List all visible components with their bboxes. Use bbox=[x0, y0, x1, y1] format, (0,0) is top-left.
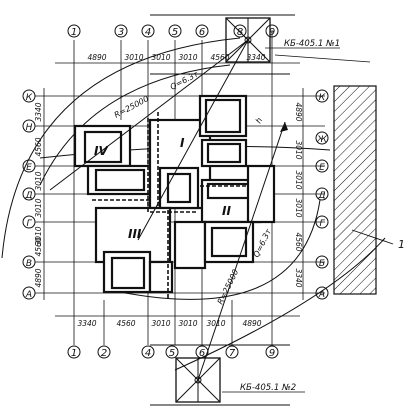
building-blocks bbox=[73, 94, 276, 294]
radius-label-bottom: R=25000 bbox=[216, 268, 241, 306]
existing-building-hatched bbox=[333, 85, 377, 295]
bottom-axis-label: 7 bbox=[229, 348, 236, 359]
bottom-axis-label: 6 bbox=[199, 348, 205, 359]
left-axis-label: Е bbox=[26, 163, 32, 173]
bottom-axis-label: 4 bbox=[145, 348, 151, 359]
right-axis-label: Ж bbox=[316, 135, 327, 145]
top-axis-label: 9 bbox=[269, 27, 275, 38]
right-axis-label: К bbox=[319, 93, 326, 103]
right-dimension: 4890 bbox=[294, 102, 303, 121]
right-axis-label: Е bbox=[319, 163, 325, 173]
height-marker: h bbox=[254, 116, 264, 125]
right-dimension: 3010 bbox=[294, 198, 303, 217]
left-dimension: 4560 bbox=[34, 137, 43, 156]
right-dimension: 4560 bbox=[294, 232, 303, 251]
left-dimension: 4890 bbox=[34, 268, 43, 287]
top-dimension: 3010 bbox=[178, 53, 197, 62]
top-axis-label: 6 bbox=[199, 27, 205, 38]
left-axis-label: Г bbox=[26, 219, 32, 229]
section-label-IV: IV bbox=[94, 144, 109, 158]
bottom-axis-label: 5 bbox=[169, 348, 175, 359]
crane-work-arc-top bbox=[39, 64, 231, 186]
top-dimension: 3340 bbox=[246, 53, 265, 62]
right-axis-label: Д bbox=[317, 191, 325, 201]
left-dimension: 4560 bbox=[34, 237, 43, 256]
radius-lines bbox=[49, 39, 288, 381]
bottom-dimension: 4560 bbox=[116, 319, 135, 328]
top-dimension-chain: 4890 3010 3010 3010 4560 3340 bbox=[87, 53, 265, 62]
section-label-II: II bbox=[222, 204, 231, 218]
left-axis-label: В bbox=[26, 259, 32, 269]
left-dimension: 3340 bbox=[34, 102, 43, 121]
section-label-I: I bbox=[180, 136, 185, 150]
top-axis-label: 5 bbox=[172, 27, 178, 38]
right-axis-label: Б bbox=[319, 259, 325, 269]
bottom-dimension-chain: 3340 4560 3010 3010 3010 4890 bbox=[77, 319, 261, 328]
right-dimension: 3340 bbox=[294, 268, 303, 287]
dashed-paths bbox=[92, 112, 246, 300]
crane-bottom-label: КБ-405.1 №2 bbox=[240, 383, 296, 393]
bottom-dimension: 3340 bbox=[77, 319, 96, 328]
crane-top-label: КБ-405.1 №1 bbox=[284, 39, 340, 49]
crane-rails bbox=[150, 14, 295, 406]
left-dimension: 3010 bbox=[34, 198, 43, 217]
left-axis-label: Д bbox=[24, 191, 32, 201]
top-dimension: 4560 bbox=[210, 53, 229, 62]
crane-work-arc-bottom bbox=[109, 199, 321, 300]
bottom-dimension: 3010 bbox=[178, 319, 197, 328]
top-axis-label: 4 bbox=[145, 27, 151, 38]
section-label-III: III bbox=[128, 227, 142, 241]
crane-bottom: КБ-405.1 №2 bbox=[175, 357, 305, 403]
top-axis-markers: 1 3 4 5 6 8 9 bbox=[67, 24, 279, 38]
top-dimension: 3010 bbox=[151, 53, 170, 62]
bottom-axis-markers: 1 2 4 5 6 7 9 bbox=[67, 345, 279, 359]
right-dimension: 3010 bbox=[294, 170, 303, 189]
top-dimension: 3010 bbox=[124, 53, 143, 62]
bottom-axis-label: 1 bbox=[71, 348, 77, 359]
left-dimension-chain: 3340 4560 3010 3010 3010 4560 4890 bbox=[34, 102, 43, 287]
bottom-axis-label: 2 bbox=[101, 348, 107, 359]
crane-top: КБ-405.1 №1 bbox=[225, 17, 371, 63]
right-axis-label: Г bbox=[319, 219, 325, 229]
top-axis-label: 3 bbox=[118, 27, 124, 38]
callout-leader-line bbox=[351, 229, 394, 245]
top-axis-label: 1 bbox=[71, 27, 77, 38]
bottom-dimension: 3010 bbox=[151, 319, 170, 328]
right-axis-markers: К Ж Е Д Г Б А bbox=[315, 89, 329, 300]
left-axis-markers: К Н Е Д Г В А bbox=[22, 89, 36, 300]
left-dimension: 3010 bbox=[34, 171, 43, 190]
right-dimension-chain: 4890 3010 3010 3010 4560 3340 bbox=[294, 102, 303, 287]
bottom-axis-label: 9 bbox=[269, 348, 275, 359]
right-dimension: 3010 bbox=[294, 140, 303, 159]
top-dimension: 4890 bbox=[87, 53, 106, 62]
left-dimension: 3010 bbox=[34, 226, 43, 245]
left-axis-label: К bbox=[26, 93, 33, 103]
crane-swing-arc-top bbox=[1, 37, 241, 259]
right-axis-label: А bbox=[318, 290, 325, 300]
radius-label-top: R=25000 bbox=[113, 94, 151, 120]
left-axis-label: А bbox=[25, 290, 32, 300]
bottom-dimension: 4890 bbox=[242, 319, 261, 328]
left-axis-label: Н bbox=[26, 123, 33, 133]
bottom-dimension: 3010 bbox=[206, 319, 225, 328]
load-label-bottom: Q=6.3т bbox=[252, 227, 274, 259]
callout-1: 1 bbox=[398, 238, 405, 251]
